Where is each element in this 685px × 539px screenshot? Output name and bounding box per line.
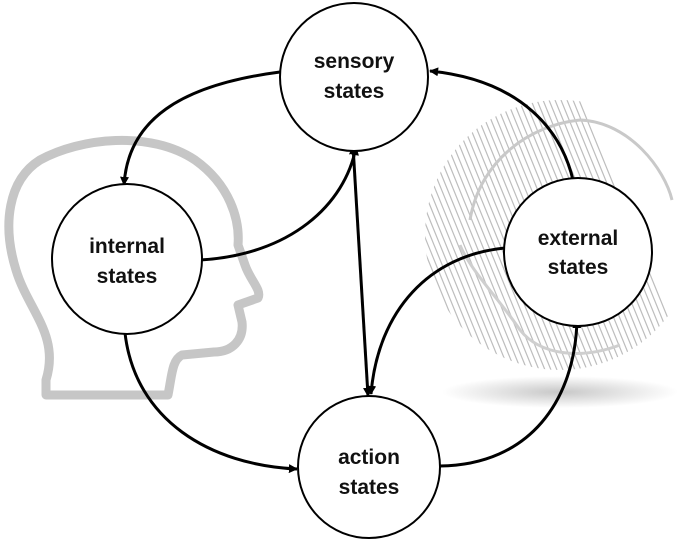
node-internal-states: internal states	[51, 183, 203, 335]
globe-hatch-line	[425, 100, 510, 370]
human-head-silhouette-icon	[4, 135, 264, 400]
globe-hatch-line	[425, 100, 498, 370]
edge-action-to-external	[439, 319, 582, 468]
node-action-label-line2: states	[339, 476, 400, 499]
edge-external-to-sensory	[429, 67, 577, 191]
node-external-circle	[503, 177, 653, 327]
edges	[120, 67, 582, 474]
node-sensory-states: sensory states	[279, 2, 429, 152]
node-sensory-circle	[279, 2, 429, 152]
globe-hatch-line	[425, 100, 516, 370]
edge-internal-to-action	[123, 332, 298, 474]
node-external-label-line2: states	[548, 256, 609, 279]
globe-hatch-line	[425, 100, 480, 370]
globe-hatch-line	[446, 100, 558, 370]
edge-sensory-action-bidirectional	[348, 145, 373, 397]
node-action-states: action states	[297, 395, 441, 539]
node-action-label-line1: action	[338, 446, 400, 469]
edge-sensory-to-internal	[120, 70, 281, 186]
node-action-circle	[297, 395, 441, 539]
globe-hatch-line	[425, 100, 504, 370]
edge-external-to-action	[367, 246, 506, 395]
node-internal-circle	[51, 183, 203, 335]
node-internal-label-line1: internal	[89, 235, 165, 258]
node-sensory-label-line2: states	[324, 80, 385, 103]
node-external-label-line1: external	[538, 227, 619, 250]
edge-internal-to-sensory	[199, 146, 359, 262]
node-external-states: external states	[503, 177, 653, 327]
node-sensory-label-line1: sensory	[314, 50, 395, 73]
globe-hatch-line	[425, 100, 486, 370]
globe-hatch-line	[425, 100, 522, 370]
globe-hatch-line	[425, 100, 492, 370]
node-internal-label-line2: states	[97, 265, 158, 288]
